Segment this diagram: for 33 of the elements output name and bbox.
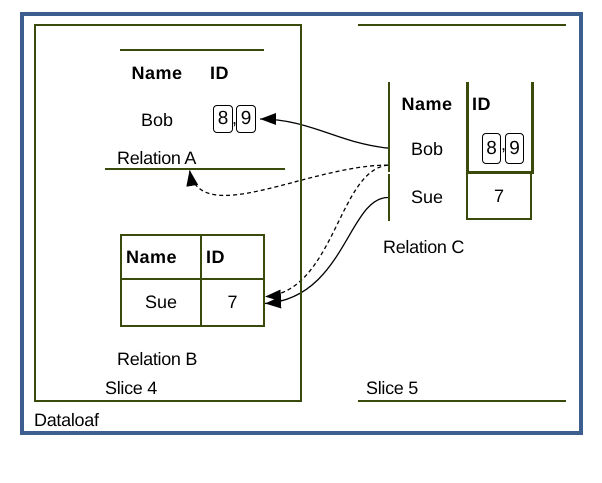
table-cell: ID — [200, 234, 265, 280]
slice-label: Slice 5 — [366, 378, 418, 399]
table-cell: Name — [388, 82, 466, 126]
table-cell: Bob — [388, 126, 466, 172]
table-cell: Bob — [117, 105, 197, 135]
slice-frame — [34, 24, 302, 402]
relation-label: Relation B — [117, 349, 198, 370]
digit-box: 8 — [213, 105, 233, 133]
table-cell: Sue — [388, 174, 466, 221]
relation-label: Relation C — [383, 237, 464, 258]
digit-box: 9 — [236, 105, 256, 133]
relation-frame — [105, 48, 285, 170]
table-cell: Name — [120, 234, 202, 280]
table-cell: 7 — [200, 278, 265, 327]
table-cell: ID — [466, 82, 534, 126]
dashed-arrow — [264, 164, 388, 300]
table-cell: 7 — [466, 172, 532, 220]
digit-box: 9 — [505, 133, 524, 164]
arrow — [264, 196, 388, 307]
arrow — [260, 114, 388, 149]
comma-text: , — [232, 108, 237, 129]
frame-label: Dataloaf — [34, 410, 99, 431]
table-cell: ID — [197, 58, 242, 88]
relation-label: Relation A — [117, 148, 196, 169]
comma-text: , — [501, 134, 506, 155]
table-cell: Name — [117, 58, 197, 88]
dashed-arrow — [188, 164, 388, 196]
slice-label: Slice 4 — [105, 378, 157, 399]
table-cell: Sue — [120, 278, 202, 327]
table-cell — [466, 126, 534, 174]
digit-box: 8 — [482, 133, 501, 164]
outer-frame — [20, 12, 583, 435]
slice-frame — [358, 24, 566, 402]
